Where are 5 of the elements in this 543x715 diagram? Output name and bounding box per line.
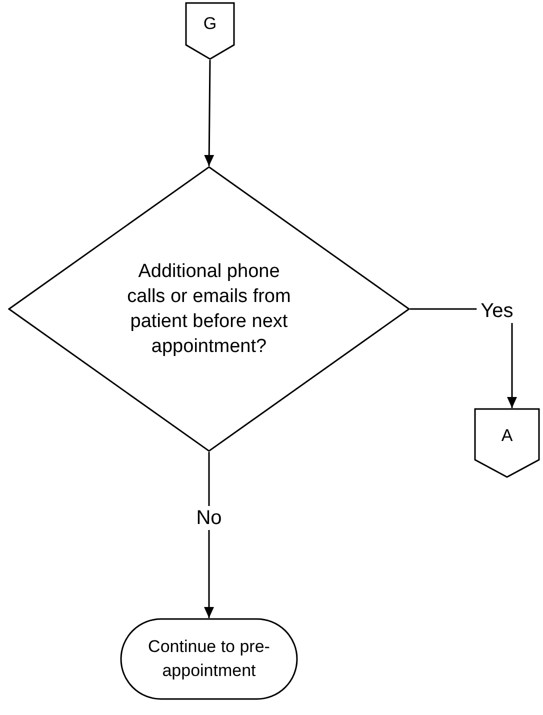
node-label: Additional phone calls or emails from patient before next appointment? xyxy=(126,260,292,359)
arrow xyxy=(204,60,214,166)
node-label: A xyxy=(501,425,513,448)
node-label: G xyxy=(203,13,217,36)
node-label: Continue to pre-appointment xyxy=(147,636,271,682)
